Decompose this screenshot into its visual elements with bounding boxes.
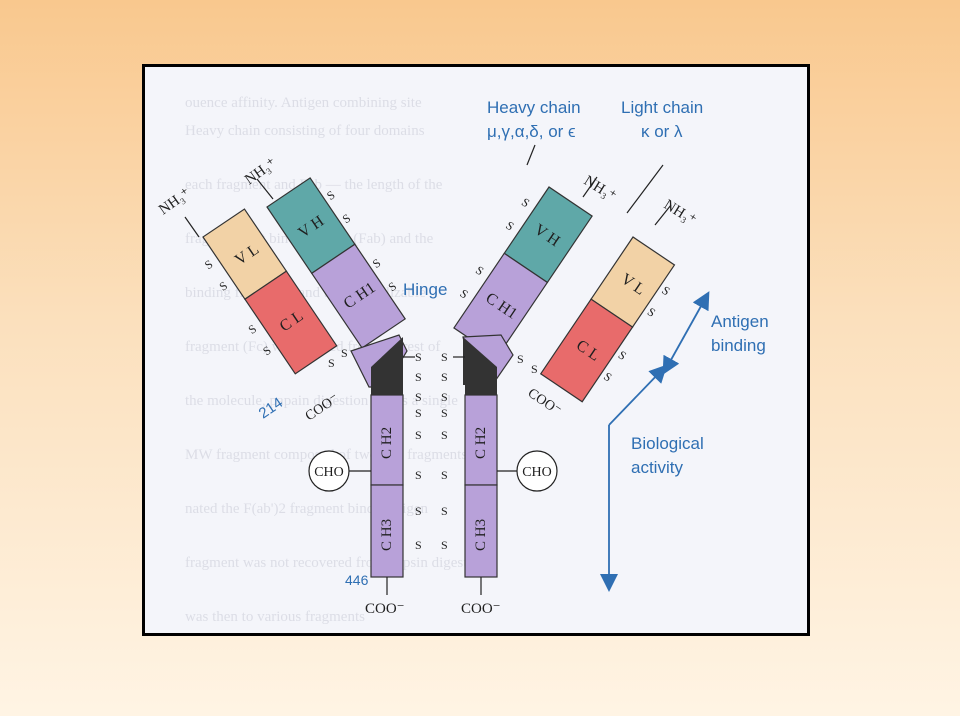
right-heavy-nh3: NH₃⁺ (581, 173, 619, 205)
svg-text:S: S (441, 538, 448, 552)
heavy-chain-title: Heavy chain (487, 98, 581, 117)
left-heavy-coo: COO⁻ (365, 601, 405, 617)
left-cho-label: CHO (314, 465, 344, 480)
left-cl-domain (244, 270, 338, 375)
right-ch1-s1: S (473, 263, 486, 278)
right-lh-s1: S (517, 352, 524, 366)
svg-text:S: S (415, 504, 422, 518)
left-ch3-domain (370, 484, 404, 578)
light-chain-pointer (626, 164, 664, 214)
left-cl-s1: S (246, 322, 259, 337)
hinge-label: Hinge (403, 280, 447, 299)
svg-text:S: S (415, 350, 422, 364)
svg-text:nated the F(ab')2 fragment bin: nated the F(ab')2 fragment binds antigen (185, 501, 429, 517)
right-cho-label: CHO (522, 465, 552, 480)
right-cho-circle (516, 450, 558, 492)
residue-446-label: 446 (345, 572, 369, 588)
svg-text:S: S (441, 428, 448, 442)
svg-text:S: S (415, 370, 422, 384)
svg-text:S: S (415, 390, 422, 404)
antigen-binding-arrow (662, 291, 710, 375)
right-vh-nh3-line (582, 176, 598, 198)
left-ch2-label: C H2 (379, 427, 395, 459)
svg-text:S: S (441, 390, 448, 404)
right-heavy-coo: COO⁻ (461, 601, 501, 617)
biological-activity-line2: activity (631, 458, 683, 477)
antigen-binding-line2: binding (711, 336, 766, 355)
svg-text:S: S (415, 468, 422, 482)
svg-text:S: S (415, 538, 422, 552)
right-vh-s2: S (503, 218, 516, 233)
biological-activity-arrow-top (608, 364, 668, 426)
right-hinge-block (465, 367, 497, 395)
svg-text:S: S (441, 370, 448, 384)
right-ch2-domain (464, 394, 498, 486)
svg-text:Heavy chain consisting of four: Heavy chain consisting of four domains (185, 123, 425, 139)
right-light-coo: COO⁻ (525, 386, 564, 419)
hinge-disulfide-bonds: S S S S S S S S S S S S S S S S (415, 350, 448, 552)
svg-text:S: S (415, 406, 422, 420)
fc-region: C H2 C H3 C H2 C H3 S S S S S S S S S (308, 350, 558, 617)
left-lh-s2: S (341, 346, 348, 360)
right-cl-domain (539, 298, 634, 403)
left-hinge-block (371, 367, 403, 395)
svg-text:fragment was not recovered fro: fragment was not recovered from pepsin d… (185, 555, 487, 571)
heavy-chain-types: μ,γ,α,δ, or ϵ (487, 122, 576, 141)
left-vh-nh3-line (256, 178, 274, 200)
right-vl-nh3-line (654, 204, 672, 226)
right-vh-s1: S (519, 195, 532, 210)
svg-text:was then to various fragments: was then to various fragments (185, 609, 365, 625)
left-cho-circle (308, 450, 350, 492)
right-ch2-label: C H2 (473, 427, 489, 459)
right-ch3-domain (464, 484, 498, 578)
left-ch1-domain (310, 243, 407, 349)
right-ch1-s2: S (457, 286, 470, 301)
light-chain-title: Light chain (621, 98, 703, 117)
antigen-binding-line1: Antigen (711, 312, 769, 331)
antibody-figure: ouence affinity. Antigen combining site … (142, 64, 810, 636)
light-chain-types: κ or λ (641, 122, 683, 141)
left-vl-nh3-line (184, 216, 200, 238)
right-lh-s2: S (531, 362, 538, 376)
svg-text:S: S (441, 350, 448, 364)
svg-text:S: S (441, 504, 448, 518)
right-light-nh3: NH₃⁺ (661, 197, 699, 229)
antibody-structure-diagram: ouence affinity. Antigen combining site … (156, 95, 769, 625)
heavy-chain-pointer (526, 144, 536, 166)
left-lh-s1: S (328, 356, 335, 370)
left-vl-s1: S (202, 257, 215, 272)
left-ch3-label: C H3 (379, 519, 395, 551)
svg-text:S: S (441, 468, 448, 482)
svg-text:S: S (415, 428, 422, 442)
left-ch2-domain (370, 394, 404, 486)
svg-text:ouence affinity. Antigen combi: ouence affinity. Antigen combining site (185, 95, 422, 111)
svg-text:S: S (441, 406, 448, 420)
right-ch3-label: C H3 (473, 519, 489, 551)
biological-activity-line1: Biological (631, 434, 704, 453)
